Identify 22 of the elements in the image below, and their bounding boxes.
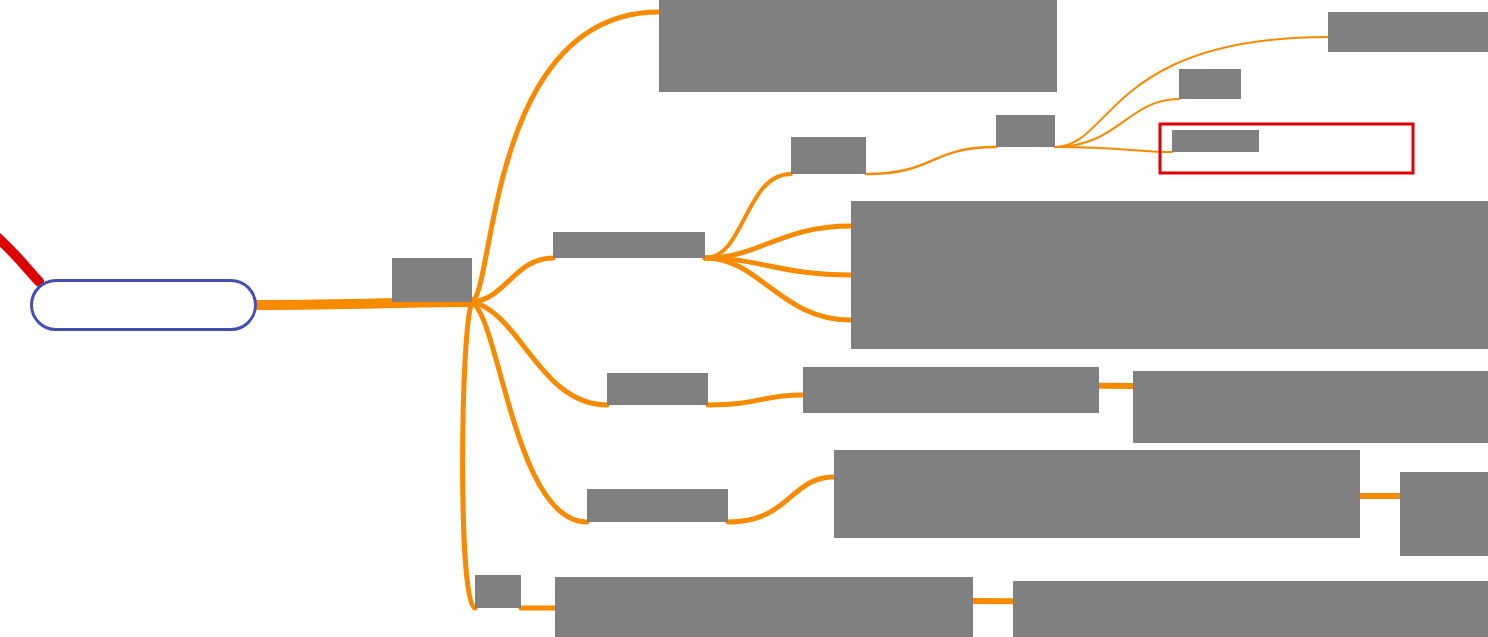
branch-line <box>1054 146 1173 153</box>
redacted-block <box>392 258 472 302</box>
redacted-block <box>1133 371 1488 443</box>
redacted-block <box>803 367 1099 413</box>
redacted-block <box>791 137 866 174</box>
redacted-block <box>553 232 705 258</box>
redacted-block <box>1179 69 1241 99</box>
branch-line <box>864 145 998 176</box>
redacted-block <box>1172 130 1259 152</box>
redacted-block <box>851 201 1488 349</box>
redacted-block <box>659 0 1057 92</box>
redacted-block <box>834 450 1360 538</box>
redacted-block <box>1400 472 1488 556</box>
redacted-block <box>607 373 708 405</box>
redacted-block <box>1328 12 1488 52</box>
redacted-block <box>587 489 728 522</box>
topic-pill <box>30 279 257 331</box>
redacted-block <box>475 575 521 608</box>
branch-line <box>0 231 45 287</box>
redacted-block <box>555 577 973 637</box>
redacted-block <box>996 115 1055 147</box>
redacted-block <box>1013 581 1488 637</box>
